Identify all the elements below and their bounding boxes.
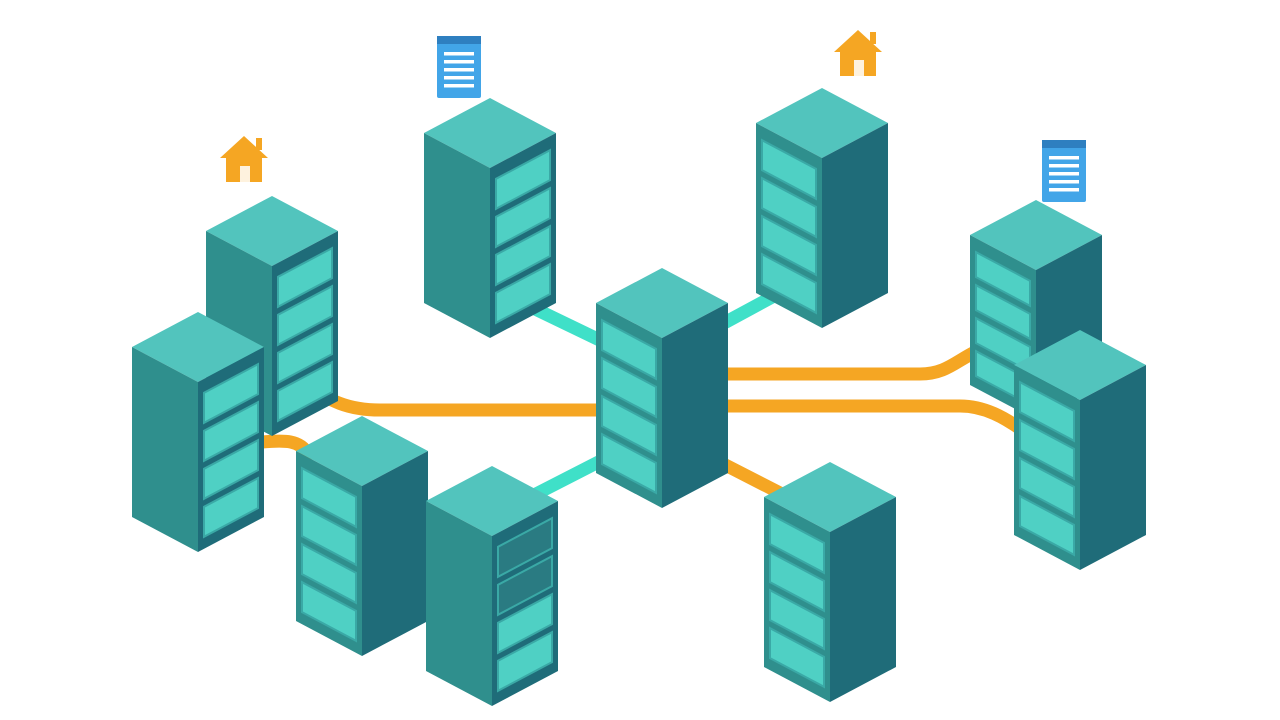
server-bottom-left-drive-bay xyxy=(301,542,357,605)
server-top-right-right-face xyxy=(822,123,888,328)
server-top-left-drive-bay xyxy=(495,148,551,211)
server-bottom-mid xyxy=(426,466,558,706)
server-center-drive-bay xyxy=(601,356,657,419)
server-left-front xyxy=(132,312,264,552)
server-right-front-drive-bay xyxy=(1019,380,1075,443)
server-center-drive-bay xyxy=(601,432,657,495)
server-far-right-drive-bay xyxy=(975,250,1031,308)
server-bottom-mid-drive-bay xyxy=(497,554,553,617)
server-right-front xyxy=(1014,330,1146,570)
server-far-right-drive-bay xyxy=(975,283,1031,341)
server-top-left-drive-bay xyxy=(495,262,551,325)
server-top-right-drive-bay xyxy=(761,252,817,315)
server-left-front-drive-bay xyxy=(203,438,259,501)
server-top-left-drive-bay xyxy=(495,224,551,287)
server-nodes xyxy=(132,88,1146,706)
server-far-left-drive-bay xyxy=(277,322,333,385)
server-bottom-mid-drive-bay xyxy=(497,630,553,693)
server-bottom-left xyxy=(296,416,428,656)
server-center-right-face xyxy=(662,303,728,508)
document-icon xyxy=(1042,140,1086,202)
server-right-front-drive-bay xyxy=(1019,418,1075,481)
server-bottom-left-drive-bay xyxy=(301,504,357,567)
server-left-front-drive-bay xyxy=(203,362,259,425)
server-top-right-drive-bay xyxy=(761,214,817,277)
server-right-front-drive-bay xyxy=(1019,494,1075,557)
server-bottom-right-drive-bay xyxy=(769,512,825,575)
server-far-left-drive-bay xyxy=(277,246,333,309)
link-center-left-upper xyxy=(293,375,607,417)
server-bottom-mid-left-face xyxy=(426,501,492,706)
server-bottom-right-drive-bay xyxy=(769,626,825,689)
server-right-front-drive-bay xyxy=(1019,456,1075,519)
link-center-right-upper xyxy=(721,345,982,381)
server-left-front-drive-bay xyxy=(203,476,259,539)
home-icon xyxy=(834,30,882,76)
server-far-left-drive-bay xyxy=(277,284,333,347)
link-center-right-lower xyxy=(721,399,1029,437)
server-top-right-drive-bay xyxy=(761,138,817,201)
server-bottom-mid-drive-bay xyxy=(497,592,553,655)
server-top-left xyxy=(424,98,556,338)
server-bottom-right-drive-bay xyxy=(769,588,825,651)
server-right-front-right-face xyxy=(1080,365,1146,570)
server-bottom-left-drive-bay xyxy=(301,580,357,643)
server-far-left-drive-bay xyxy=(277,360,333,423)
server-top-right xyxy=(756,88,888,328)
server-bottom-left-drive-bay xyxy=(301,466,357,529)
server-top-left-drive-bay xyxy=(495,186,551,249)
server-bottom-mid-drive-bay xyxy=(497,516,553,579)
server-center xyxy=(596,268,728,508)
home-icon xyxy=(220,136,268,182)
server-bottom-right-drive-bay xyxy=(769,550,825,613)
server-center-drive-bay xyxy=(601,318,657,381)
server-center-drive-bay xyxy=(601,394,657,457)
server-bottom-right xyxy=(764,462,896,702)
server-bottom-right-right-face xyxy=(830,497,896,702)
server-left-front-left-face xyxy=(132,347,198,552)
server-bottom-left-right-face xyxy=(362,451,428,656)
server-top-left-left-face xyxy=(424,133,490,338)
server-top-right-drive-bay xyxy=(761,176,817,239)
node-icons xyxy=(220,30,1086,202)
server-left-front-drive-bay xyxy=(203,400,259,463)
document-icon xyxy=(437,36,481,98)
